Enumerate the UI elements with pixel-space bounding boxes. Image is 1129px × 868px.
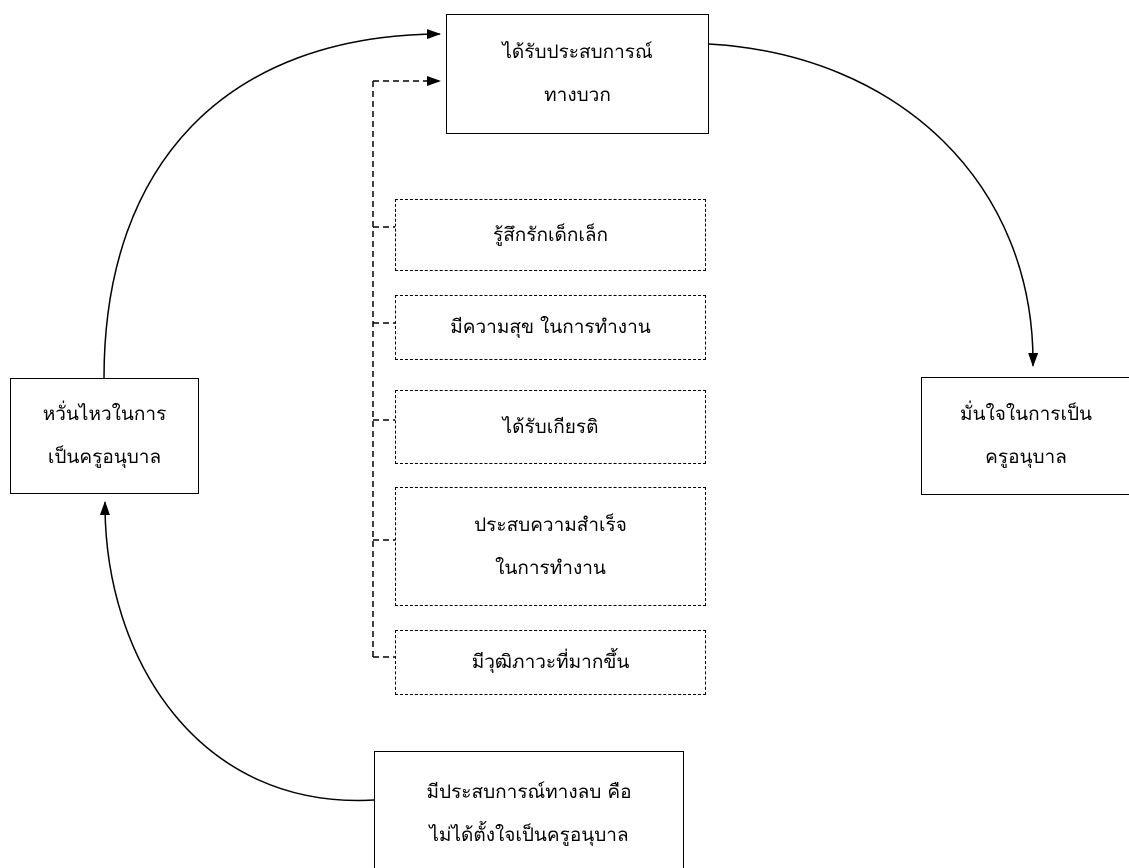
confident-box: มั่นใจในการเป็น ครูอนุบาล (921, 377, 1129, 495)
worried-box: หวั่นไหวในการ เป็นครูอนุบาล (10, 378, 199, 494)
factor-label-line2: ในการทำงาน (495, 556, 606, 579)
worried-line2: เป็นครูอนุบาล (47, 446, 162, 468)
arrow-positive-to-confident (708, 43, 1039, 367)
negative-experience-line2: ไม่ได้ตั้งใจเป็นครูอนุบาล (429, 823, 629, 846)
factor-label-line1: ประสบความสำเร็จ (474, 513, 627, 536)
negative-experience-box: มีประสบการณ์ทางลบ คือ ไม่ได้ตั้งใจเป็นคร… (374, 751, 684, 868)
worried-line1: หวั่นไหวในการ (42, 403, 167, 425)
factor-box-maturity: มีวุฒิภาวะที่มากขึ้น (395, 630, 706, 695)
confident-line2: ครูอนุบาล (985, 446, 1067, 468)
positive-experience-line1: ได้รับประสบการณ์ (502, 41, 653, 63)
arrow-negative-to-worried (99, 501, 375, 802)
factor-box-success: ประสบความสำเร็จ ในการทำงาน (395, 487, 706, 606)
factor-box-love-children: รู้สึกรักเด็กเล็ก (395, 199, 706, 271)
factor-bracket (372, 76, 441, 658)
confident-line1: มั่นใจในการเป็น (959, 403, 1093, 425)
factor-label: มีวุฒิภาวะที่มากขึ้น (471, 651, 630, 673)
positive-experience-box: ได้รับประสบการณ์ ทางบวก (446, 14, 709, 134)
factor-label: ได้รับเกียรติ (502, 415, 599, 438)
factor-label: มีความสุข ในการทำงาน (450, 316, 651, 338)
factor-label: รู้สึกรักเด็กเล็ก (493, 223, 608, 246)
arrow-worried-to-positive (103, 29, 441, 379)
negative-experience-line1: มีประสบการณ์ทางลบ คือ (426, 780, 632, 803)
factor-box-happy-working: มีความสุข ในการทำงาน (395, 295, 706, 360)
factor-box-honored: ได้รับเกียรติ (395, 390, 706, 464)
positive-experience-line2: ทางบวก (544, 84, 611, 106)
